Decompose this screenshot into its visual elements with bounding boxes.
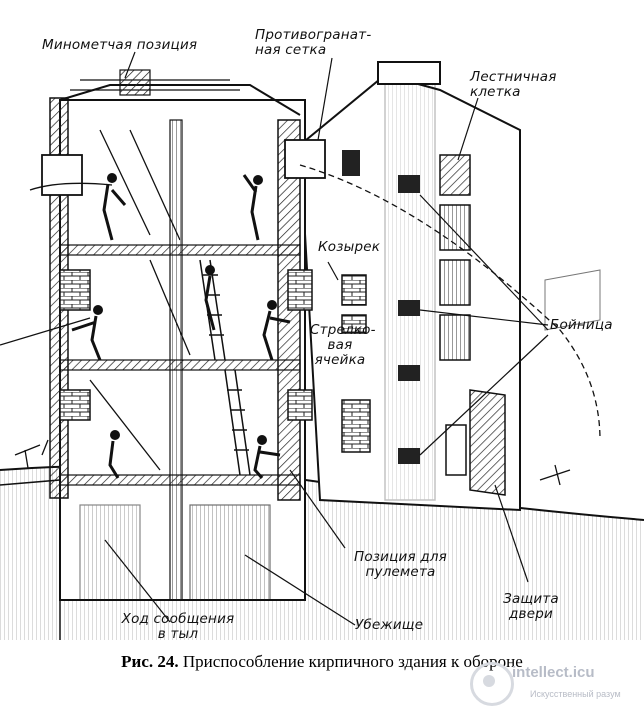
watermark-logo	[470, 662, 514, 706]
label-stairwell: Лестничная клетка	[470, 69, 557, 100]
label-door-protection: Защита двери	[503, 591, 559, 622]
label-canopy: Козырек	[318, 239, 381, 255]
leader-lines	[104, 51, 549, 626]
section-building	[41, 69, 326, 601]
label-shelter: Убежище	[355, 617, 424, 633]
watermark-text: intellect.icu	[512, 664, 595, 681]
label-antigrenade-net: Противогранат- ная сетка	[255, 27, 372, 58]
fire-lines	[0, 164, 601, 486]
label-loophole: Бойница	[550, 317, 613, 333]
label-communication-passage: Ход сообщения в тыл	[121, 611, 235, 642]
watermark-subtext: Искусственный разум	[530, 689, 621, 699]
label-machine-gun-position: Позиция для пулемета	[353, 549, 448, 580]
caption-text: Приспособление кирпичного здания к оборо…	[182, 652, 523, 671]
right-building	[298, 61, 601, 512]
caption-number: Рис. 24.	[121, 652, 179, 671]
soldiers	[71, 173, 291, 479]
label-mortar-position: Минометчая позиция	[42, 37, 198, 53]
figure-caption: Рис. 24. Приспособление кирпичного здани…	[0, 652, 644, 672]
label-rifle-cell: Стрелко- вая ячейка	[310, 322, 376, 368]
